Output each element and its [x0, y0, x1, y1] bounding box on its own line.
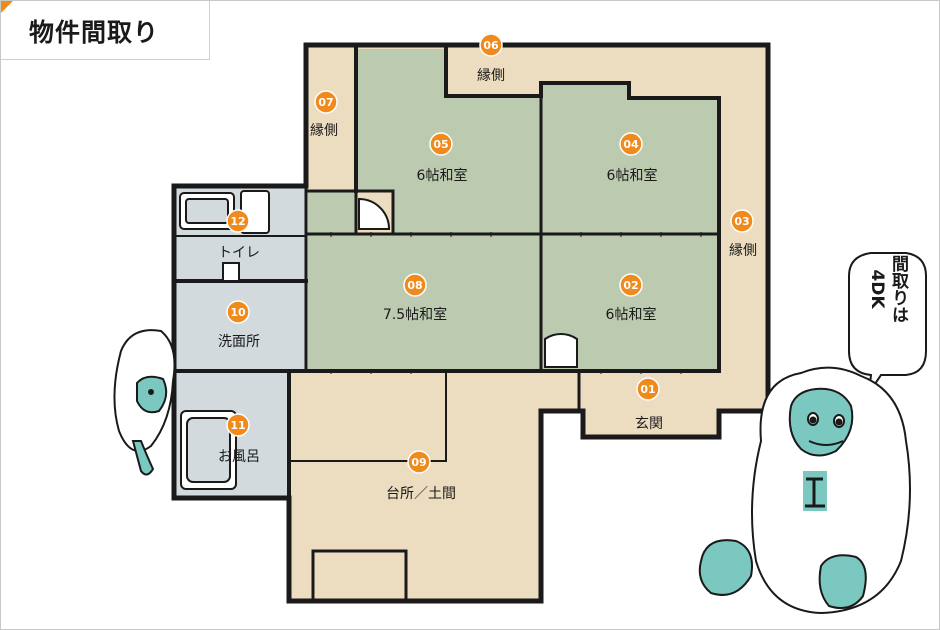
room-06-marker[interactable]: 06 縁側 [477, 33, 505, 84]
small-yeti-mascot [113, 329, 176, 476]
svg-text:03: 03 [734, 215, 749, 228]
closet-fill [308, 191, 356, 234]
svg-text:6帖和室: 6帖和室 [606, 306, 657, 323]
room-09-marker[interactable]: 09 台所／土間 [386, 450, 456, 502]
toilet-bowl [222, 262, 240, 282]
page-title: 物件間取り [29, 18, 160, 47]
room-10-fill [174, 281, 306, 371]
tatami-ticks [330, 232, 702, 374]
room-03-marker[interactable]: 03 縁側 [729, 209, 757, 259]
bubble-text-col2: 4DK [867, 269, 887, 309]
svg-text:05: 05 [433, 138, 448, 151]
svg-text:洗面所: 洗面所 [218, 334, 260, 350]
svg-text:06: 06 [483, 39, 499, 52]
svg-text:縁側: 縁側 [477, 68, 505, 84]
room-12-marker[interactable]: 12 トイレ [218, 209, 260, 261]
room-01-marker[interactable]: 01 玄関 [635, 377, 663, 432]
svg-text:08: 08 [407, 279, 422, 292]
orange-corner-accent [1, 1, 13, 13]
room-09-fill [289, 371, 579, 601]
room-04-fill [541, 83, 719, 234]
title-tab: 物件間取り [1, 1, 210, 60]
floor-fills [174, 45, 768, 601]
svg-text:7.5帖和室: 7.5帖和室 [383, 306, 447, 323]
yeti-mascot [698, 366, 911, 615]
room-10-marker[interactable]: 10 洗面所 [218, 300, 260, 350]
room-11-marker[interactable]: 11 お風呂 [218, 413, 260, 465]
svg-text:11: 11 [230, 419, 245, 432]
bathtub-inner [186, 417, 231, 483]
svg-text:6帖和室: 6帖和室 [417, 167, 468, 184]
svg-text:台所／土間: 台所／土間 [386, 486, 456, 502]
room-08-fill [308, 234, 541, 369]
svg-text:09: 09 [411, 456, 426, 469]
svg-text:01: 01 [640, 383, 655, 396]
svg-text:玄関: 玄関 [635, 415, 663, 432]
room-08-marker[interactable]: 08 7.5帖和室 [383, 273, 447, 323]
svg-text:07: 07 [318, 96, 333, 109]
bubble-text-col1: 間取りは [888, 255, 909, 323]
svg-text:04: 04 [623, 138, 639, 151]
sink-basin [185, 198, 229, 224]
svg-text:縁側: 縁側 [729, 243, 757, 259]
speech-bubble: 間取りは 4DK [848, 252, 927, 394]
svg-text:02: 02 [623, 279, 638, 292]
door-swing-02 [544, 332, 578, 368]
svg-text:トイレ: トイレ [218, 245, 260, 261]
svg-text:6帖和室: 6帖和室 [607, 167, 658, 184]
room-02-marker[interactable]: 02 6帖和室 [606, 273, 657, 323]
room-04-marker[interactable]: 04 6帖和室 [607, 132, 658, 184]
svg-text:10: 10 [230, 306, 246, 319]
room-markers: 01 玄関 02 6帖和室 03 縁側 04 6帖和室 05 6帖和室 [218, 33, 757, 502]
door-swing [358, 197, 391, 230]
fixtures [179, 190, 578, 490]
room-05-marker[interactable]: 05 6帖和室 [417, 132, 468, 184]
svg-text:12: 12 [230, 215, 245, 228]
svg-text:お風呂: お風呂 [218, 449, 260, 465]
svg-text:縁側: 縁側 [310, 123, 338, 139]
room-07-marker[interactable]: 07 縁側 [310, 90, 338, 139]
